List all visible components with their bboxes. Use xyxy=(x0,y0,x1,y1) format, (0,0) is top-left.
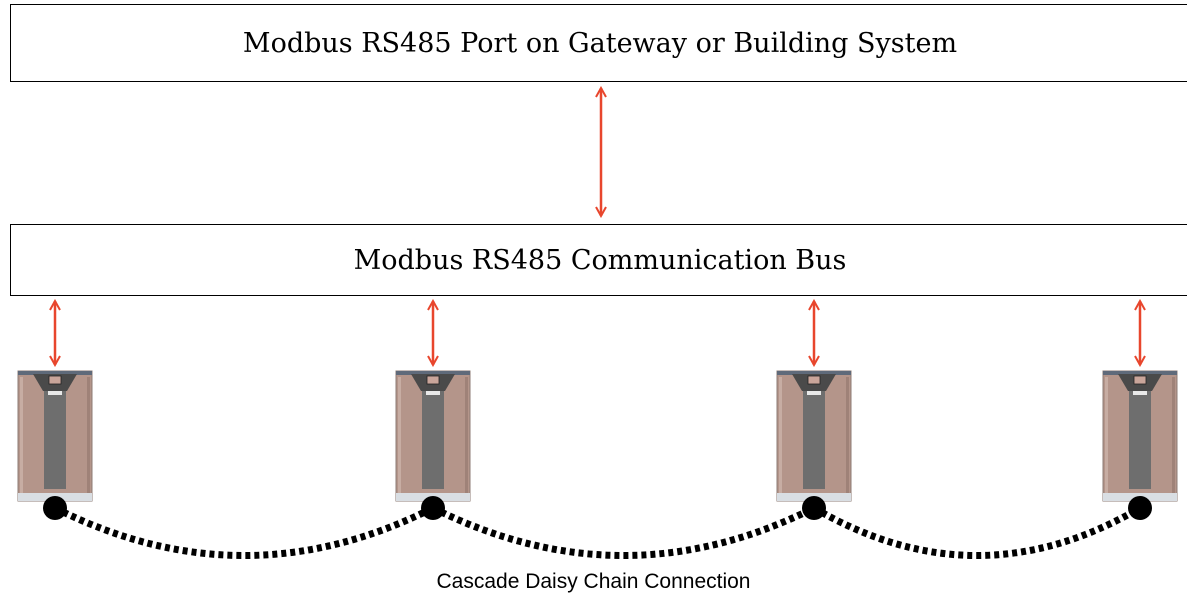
connection-node-icon xyxy=(421,496,445,520)
device-unit-2-icon xyxy=(395,370,471,502)
device-unit-4-icon xyxy=(1102,370,1178,502)
devices-layer xyxy=(17,370,1178,502)
device-arrows xyxy=(55,301,1140,365)
gateway-port-box: Modbus RS485 Port on Gateway or Building… xyxy=(10,4,1187,82)
connection-node-icon xyxy=(802,496,826,520)
connection-node-icon xyxy=(43,496,67,520)
daisy-chain-link xyxy=(53,504,435,559)
communication-bus-box: Modbus RS485 Communication Bus xyxy=(10,224,1187,296)
daisy-chain-caption: Cascade Daisy Chain Connection xyxy=(436,570,751,593)
daisy-chain-links xyxy=(53,504,1142,559)
device-unit-3-icon xyxy=(776,370,852,502)
gateway-port-label: Modbus RS485 Port on Gateway or Building… xyxy=(242,27,958,59)
daisy-chain-link xyxy=(812,504,1142,559)
daisy-chain-link xyxy=(431,504,816,559)
connection-node-icon xyxy=(1128,496,1152,520)
communication-bus-label: Modbus RS485 Communication Bus xyxy=(353,244,847,276)
connection-nodes xyxy=(43,496,1152,520)
device-unit-1-icon xyxy=(17,370,93,502)
